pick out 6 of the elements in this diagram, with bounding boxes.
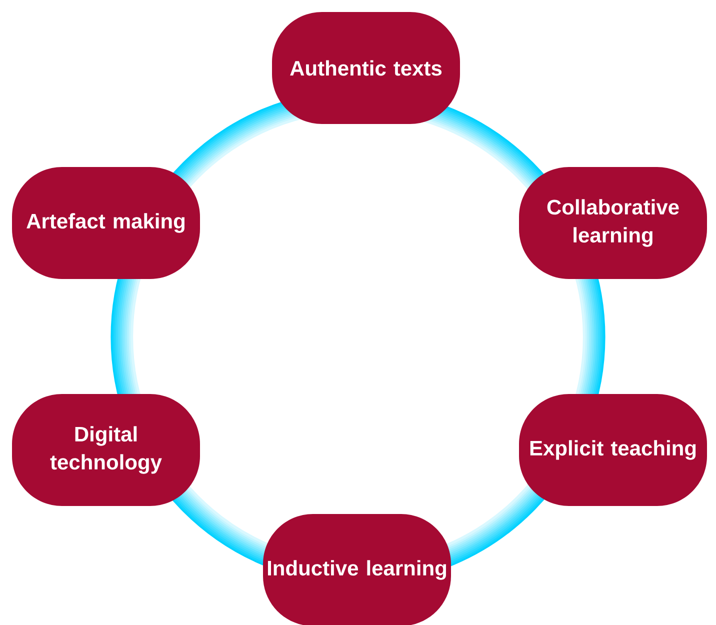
rounded-box: Authentic texts	[272, 12, 460, 124]
rounded-box: Artefact making	[12, 167, 200, 279]
rounded-box: Explicit teaching	[519, 394, 707, 506]
rounded-box: Inductive learning	[263, 514, 451, 625]
rounded-box: Digital technology	[12, 394, 200, 506]
rounded-box: Collaborative learning	[519, 167, 707, 279]
